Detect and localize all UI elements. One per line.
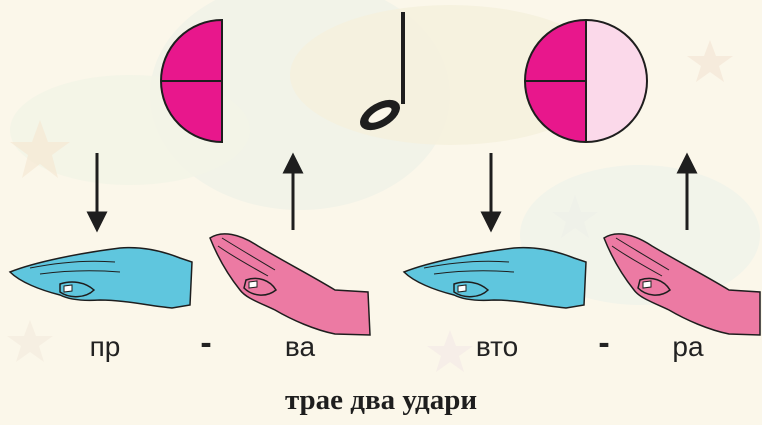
half-circle-icon <box>160 18 223 144</box>
hand-down-icon <box>402 246 587 309</box>
hand-up-icon <box>209 233 371 336</box>
syllable-separator: - <box>598 324 610 362</box>
half-note-icon <box>360 12 405 131</box>
syllable-label: ра <box>672 331 704 362</box>
syllable-separator: - <box>200 324 212 362</box>
hand-up-icon <box>603 233 761 336</box>
hand-down-icon <box>8 246 193 309</box>
syllable-label: пр <box>89 331 121 362</box>
full-circle-icon <box>524 19 648 143</box>
caption: трае два удари <box>284 384 478 416</box>
syllable-label: вто <box>475 331 519 362</box>
syllable-label: ва <box>284 331 316 362</box>
